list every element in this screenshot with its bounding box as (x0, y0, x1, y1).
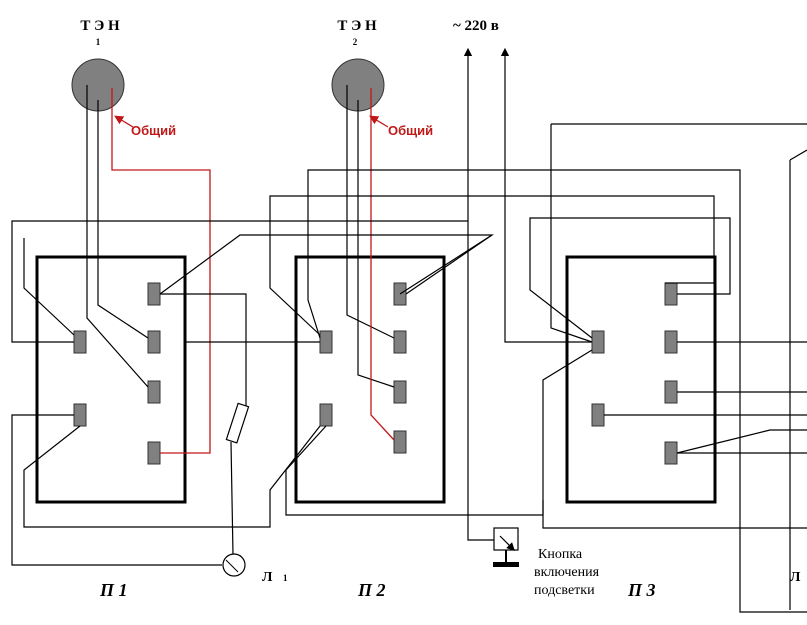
wire (23, 425, 321, 528)
wire (159, 234, 495, 295)
heater-2-label: Т Э Н (337, 18, 377, 34)
wire (504, 120, 592, 343)
illumination-button (493, 527, 519, 551)
wire (307, 169, 807, 613)
lamp-l1-mark (225, 559, 239, 573)
common-1-label: Общий (131, 123, 176, 138)
wire (550, 124, 593, 343)
button-cap (493, 562, 519, 567)
contact (393, 380, 407, 404)
common-2-label: Общий (388, 123, 433, 138)
supply-label: ~ 220 в (453, 18, 499, 34)
wire (23, 238, 75, 336)
button-contact-arrow (499, 535, 515, 551)
lamp-l1 (222, 553, 246, 577)
heater-1-label: Т Э Н (80, 18, 120, 34)
contact (147, 282, 161, 306)
contact (147, 330, 161, 354)
contact (147, 441, 161, 465)
wire (269, 195, 715, 336)
contact (664, 441, 678, 465)
contact (393, 330, 407, 354)
wire (160, 293, 247, 408)
wire (405, 234, 493, 295)
wire (111, 88, 211, 454)
wire (97, 100, 149, 339)
wire (789, 149, 807, 161)
wire (11, 414, 222, 566)
switch-p3-label: П 3 (627, 580, 656, 600)
switch-p1-label: П 1 (99, 580, 128, 600)
wire (11, 220, 505, 541)
switch-p1 (35, 255, 187, 504)
lamp-l2-label: Л (790, 570, 801, 585)
wire (370, 88, 395, 441)
switch-p2 (294, 255, 446, 504)
button-label-line-2: включения (534, 565, 600, 580)
contact (73, 403, 87, 427)
wire (86, 85, 149, 388)
contact (319, 330, 333, 354)
contact (73, 330, 87, 354)
common-2-arrow (369, 115, 389, 128)
button-label-line-1: Кнопка (538, 547, 583, 562)
wire (542, 349, 807, 529)
contact (664, 330, 678, 354)
heater-1-index: 1 (96, 37, 101, 47)
common-1-arrow (114, 115, 134, 128)
contact (319, 403, 333, 427)
wire (357, 100, 395, 388)
wire (529, 217, 731, 339)
lamp-l1-index: 1 (283, 573, 288, 583)
fuse (225, 402, 250, 444)
contact (147, 380, 161, 404)
switch-p2-label: П 2 (357, 580, 386, 600)
wire (230, 441, 234, 556)
button-label-line-3: подсветки (534, 583, 595, 598)
contact (393, 430, 407, 454)
heater-2-index: 2 (353, 37, 358, 47)
lamp-l1-label: Л (262, 570, 273, 585)
contact (591, 403, 605, 427)
wire (676, 429, 807, 454)
switch-p3 (565, 255, 717, 504)
contact (664, 282, 678, 306)
contact (591, 330, 605, 354)
contact (664, 380, 678, 404)
wire (346, 85, 395, 339)
